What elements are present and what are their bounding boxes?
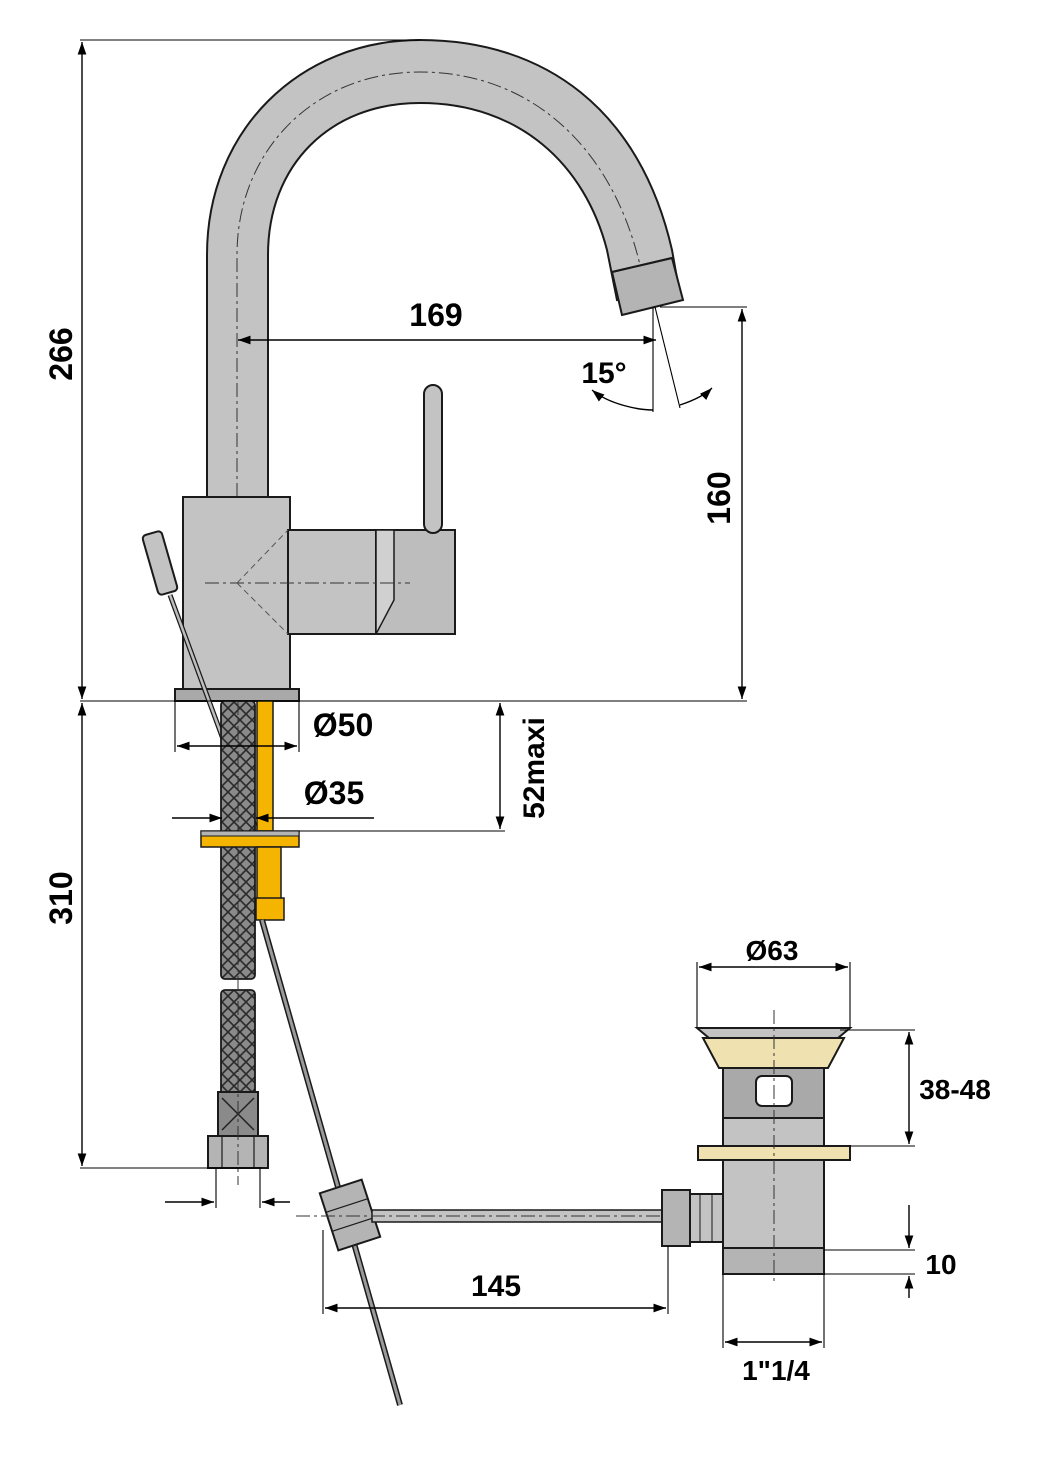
dim-waste-diameter: Ø63 [746,935,799,966]
dim-spout-angle: 15° [581,357,626,390]
spout [206,38,682,498]
fixing-kit [200,700,300,921]
dim-total-height: 266 [43,327,79,380]
dim-base-diameter: Ø50 [313,707,373,743]
faucet [141,38,685,1185]
dim-spout-height: 160 [701,471,737,524]
popup-waste [259,919,853,1406]
dim-hose-length: 310 [43,871,79,924]
dim-deck-thickness: 52maxi [518,717,551,819]
lever-handle [423,384,443,534]
dim-hole-diameter: Ø35 [304,775,364,811]
dim-spout-reach: 169 [409,297,462,333]
base-plate [174,688,300,702]
dim-rod-length: 145 [471,1270,521,1303]
mixer-body [182,496,456,690]
dim-waste-length: 38-48 [919,1074,991,1105]
dim-thread-height: 10 [925,1249,956,1280]
dim-thread-size: 1"1/4 [742,1355,810,1386]
